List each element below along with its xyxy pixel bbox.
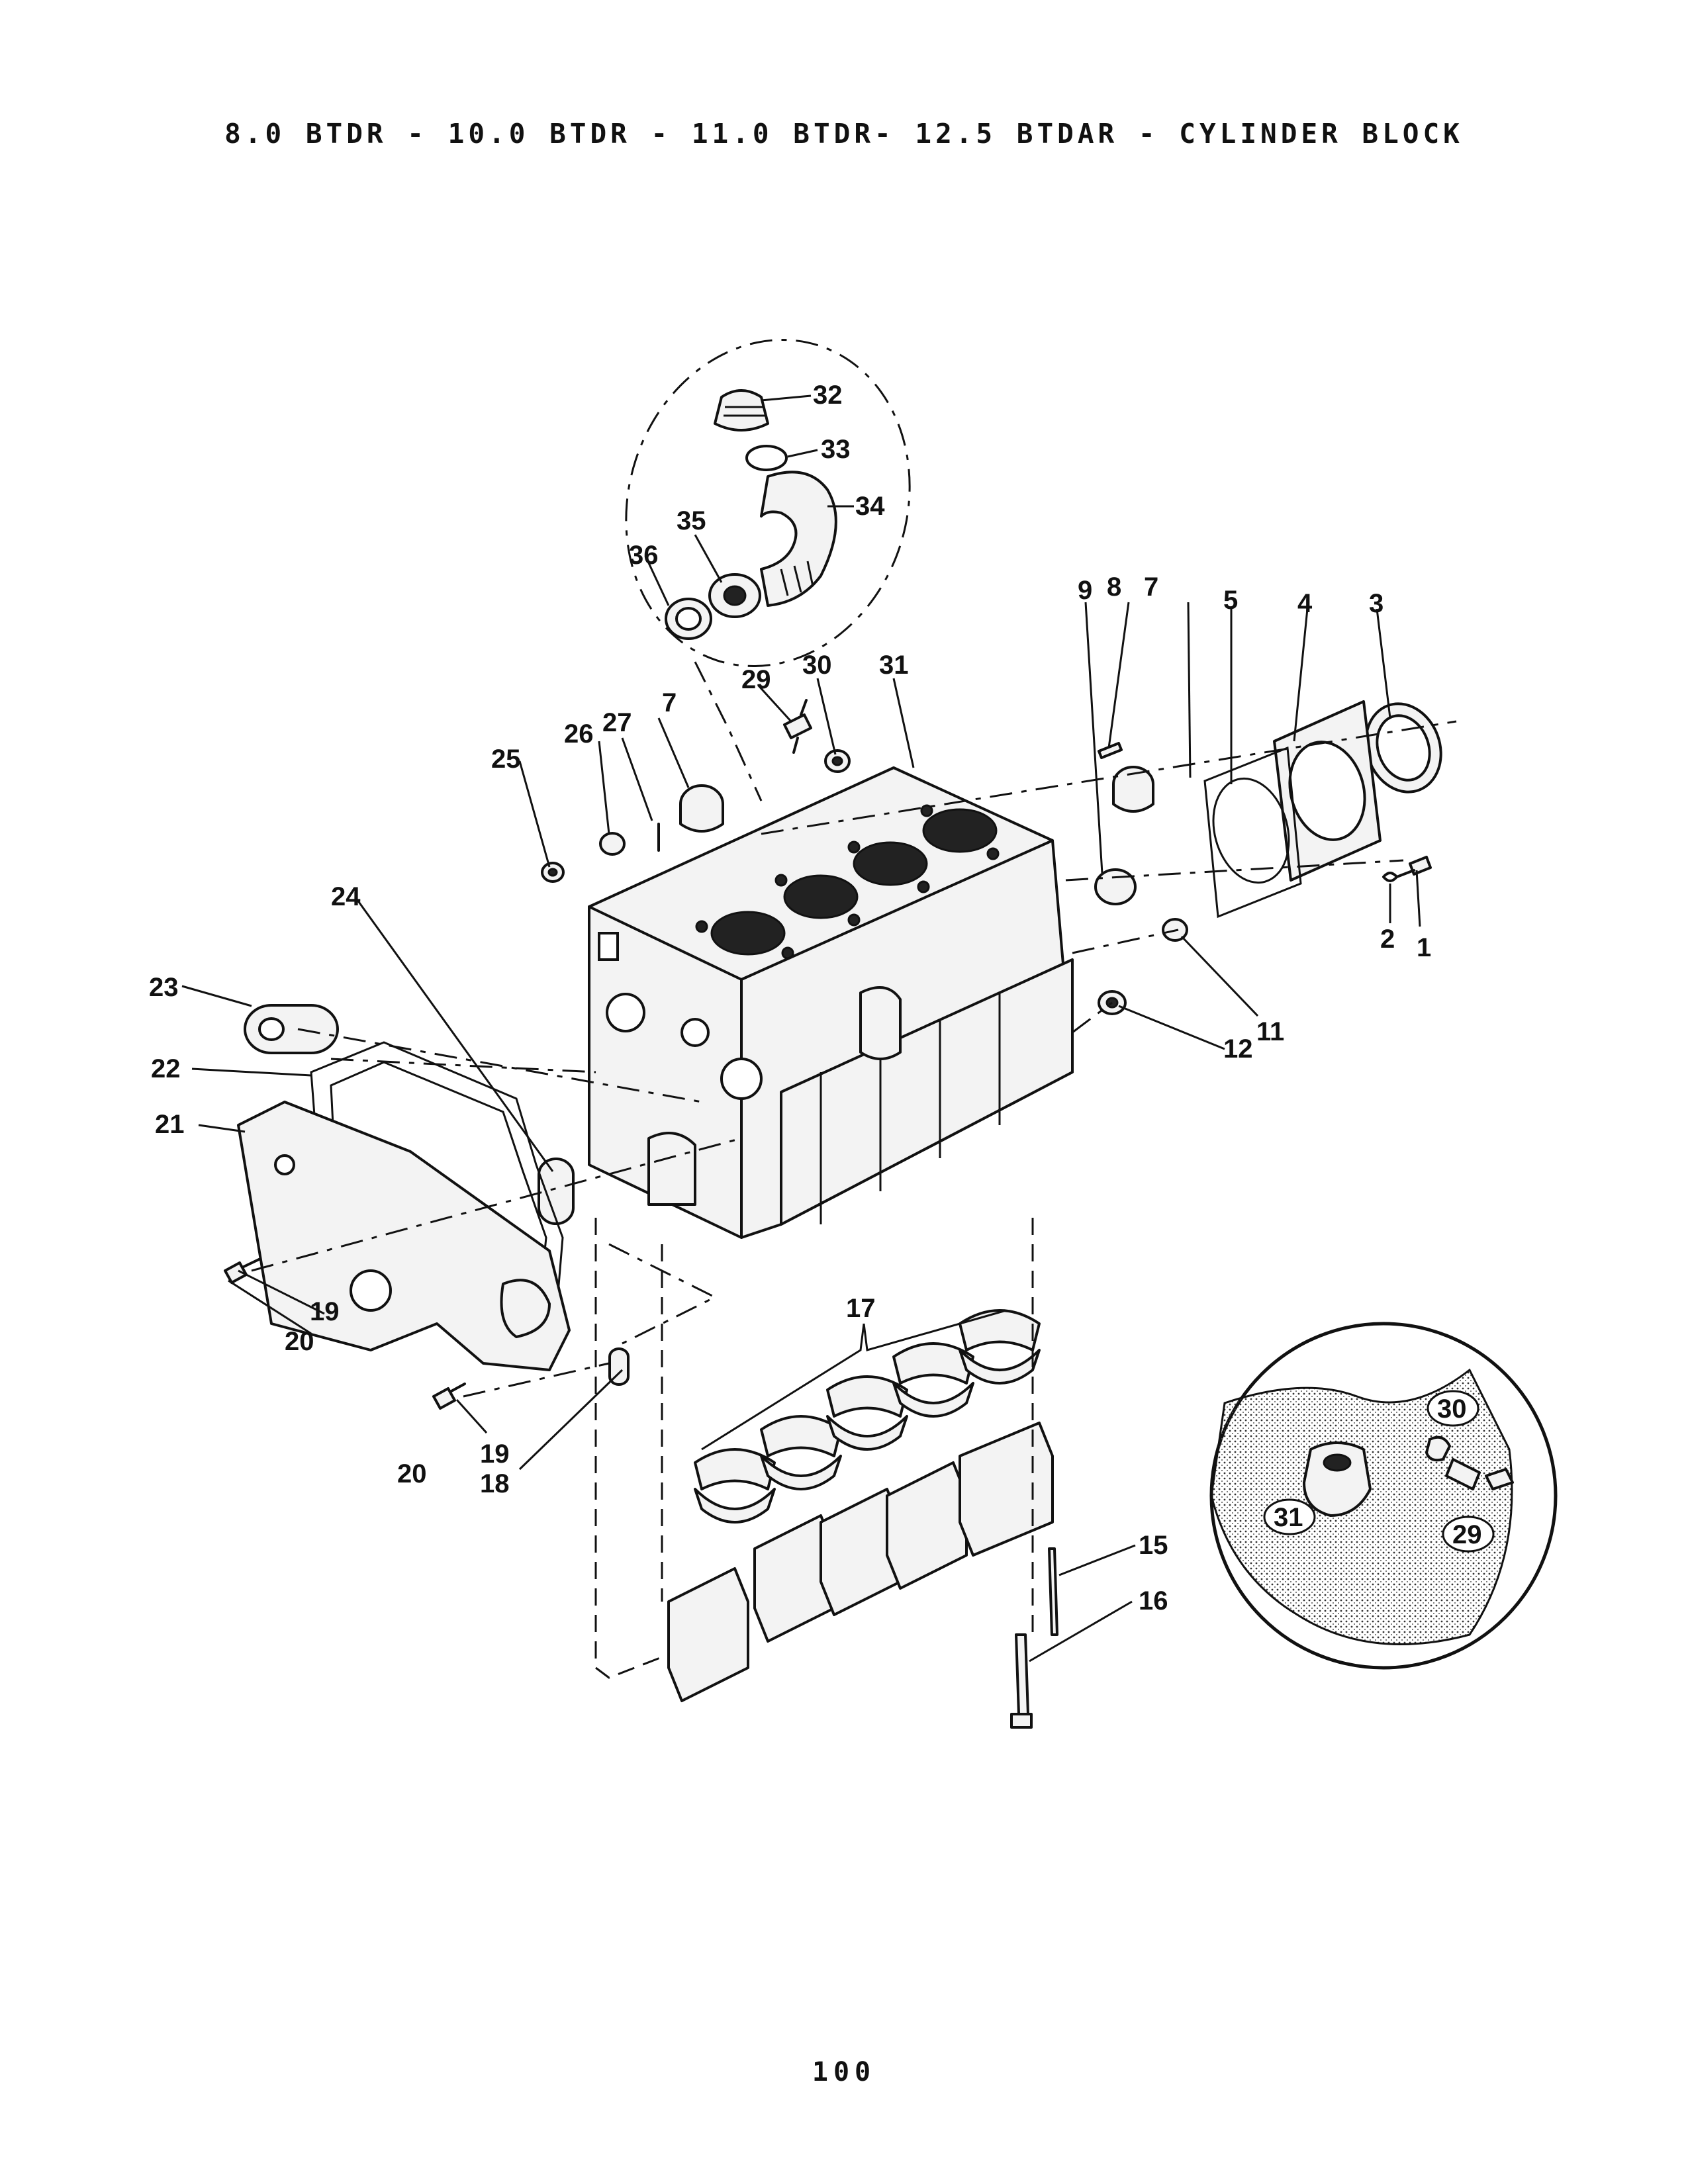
part-29-drain-tap [783,699,812,754]
part-19-20-bolt-lower [432,1383,466,1410]
inset-callout-30: 30 [1437,1394,1467,1424]
part-31-cylinder-block [588,766,1074,1239]
callout-27: 27 [602,708,632,737]
part-9-plug [1094,868,1137,905]
inset-callout-31: 31 [1274,1503,1303,1532]
callout-12: 12 [1223,1034,1253,1064]
callout-25: 25 [491,745,521,774]
part-21-front-plate [237,1101,571,1371]
part-32-cap [714,389,769,432]
callout-4: 4 [1297,589,1313,618]
callout-11: 11 [1256,1017,1284,1046]
thermostat-hose-detail-group [625,339,911,667]
callout-33: 33 [821,435,851,464]
callout-29: 29 [741,665,771,694]
part-8-dowel [1098,742,1123,759]
callout-20-upper: 20 [285,1327,314,1356]
callout-36: 36 [629,541,659,570]
callout-22: 22 [151,1054,181,1083]
callout-16: 16 [1139,1586,1168,1615]
part-23-cam-bush [244,1004,339,1054]
callout-19-lower: 19 [480,1439,510,1469]
callout-2: 2 [1380,925,1395,954]
callout-19-upper: 19 [310,1297,340,1326]
leader-lines [181,394,1421,1662]
callout-26: 26 [564,719,594,749]
callout-34: 34 [855,492,885,521]
inset-callout-labels: 30 31 29 [1263,1390,1495,1553]
callout-7-rear: 7 [1144,572,1158,602]
callout-17: 17 [846,1294,876,1323]
page-number: 100 [812,2057,876,2087]
part-35-nut [708,573,761,618]
inset-detail-view [1209,1322,1558,1670]
callout-21: 21 [155,1110,185,1139]
part-7-plug-front [679,784,724,833]
callout-23: 23 [149,973,179,1002]
part-36-washer [665,598,712,640]
part-1-bolt [1395,856,1432,878]
callout-1: 1 [1417,933,1431,962]
callout-30: 30 [802,651,832,680]
part-26-plug [599,832,626,856]
inset-callout-29: 29 [1452,1520,1482,1549]
callout-20-lower: 20 [397,1459,427,1488]
part-25-plug [541,862,565,883]
callout-35: 35 [677,506,706,535]
part-33-o-ring [745,445,788,471]
main-bearing-caps [667,1422,1054,1702]
callout-24: 24 [331,882,361,911]
part-24-bush [538,1158,575,1225]
part-17-bearing-shells [694,1309,1041,1524]
callout-5: 5 [1223,586,1238,615]
part-3-rear-seal [1364,702,1442,794]
callout-8: 8 [1107,572,1121,602]
callout-labels: 32 33 34 35 36 29 30 31 9 8 7 5 4 3 2 1 … [149,381,1431,1615]
part-15-stud [1048,1547,1058,1636]
callout-15: 15 [1139,1531,1168,1560]
part-30-adaptor [824,749,851,773]
callout-7-front: 7 [662,688,677,717]
callout-9: 9 [1078,576,1092,605]
page-title: 8.0 BTDR - 10.0 BTDR - 11.0 BTDR- 12.5 B… [224,118,1464,150]
part-16-bolt [1010,1633,1033,1729]
callout-3: 3 [1369,589,1383,618]
callout-18: 18 [480,1469,510,1498]
part-4-rear-plate [1273,700,1382,882]
callout-32: 32 [813,381,843,410]
assembly-lines [251,661,1457,1679]
part-7-plug-rear [1112,766,1154,813]
part-2-washer [1382,872,1398,882]
part-34-hose [760,471,837,607]
callout-31: 31 [879,651,909,680]
